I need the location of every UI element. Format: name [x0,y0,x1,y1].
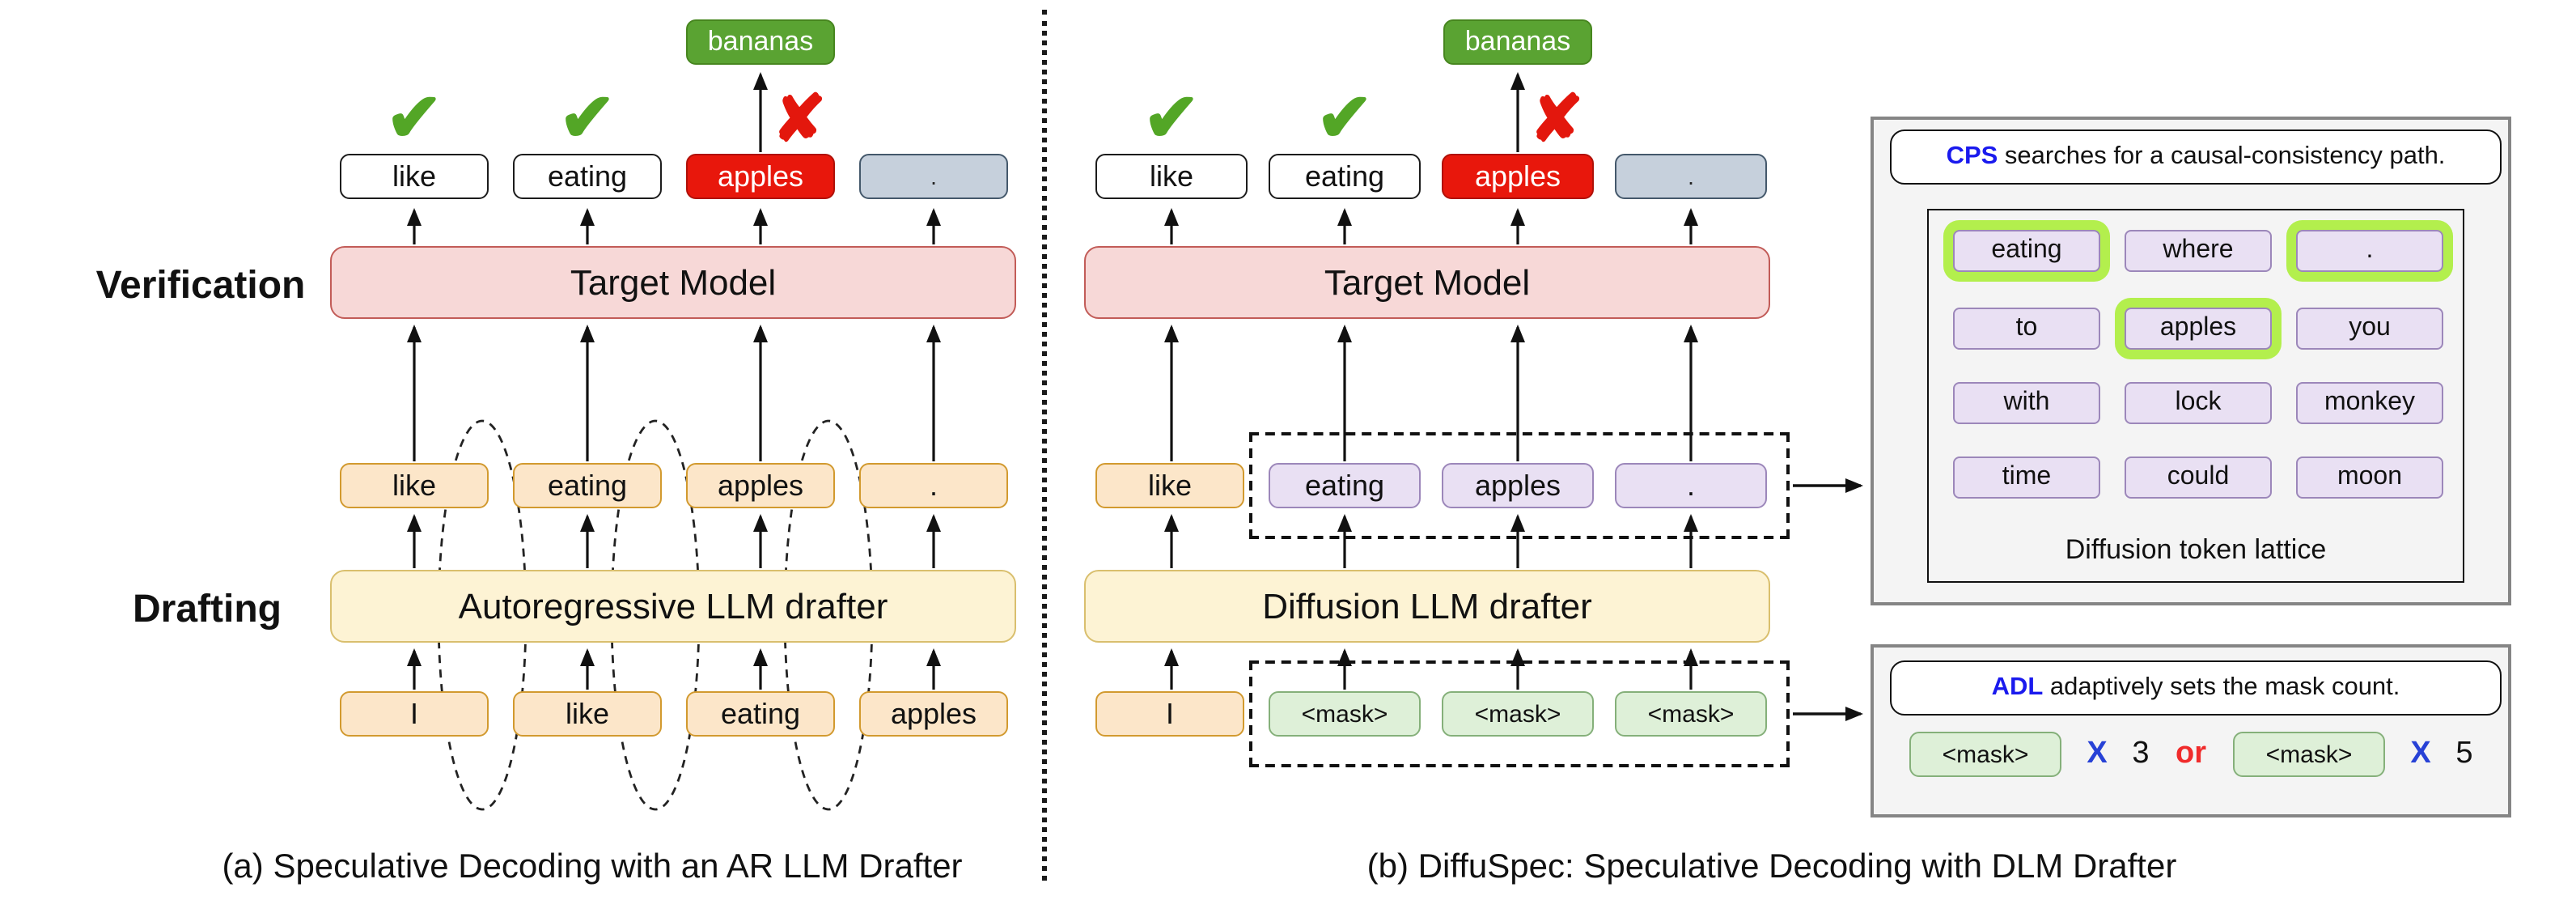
caption-b: (b) DiffuSpec: Speculative Decoding with… [1366,848,2177,885]
mask-token: <mask> [1909,732,2061,777]
check-icon: ✔ [558,79,616,155]
adl-title-rest: adaptively sets the mask count. [2043,673,2400,701]
input-token: eating [686,691,835,737]
adl-title-strong: ADL [1991,673,2044,701]
draft-token: like [340,463,489,508]
lattice-token: eating [1953,230,2100,272]
draft-window-dashed-box [1249,432,1790,539]
lattice-token: where [2125,230,2272,272]
output-token: eating [513,154,662,199]
lattice-token: moon [2296,456,2443,499]
output-token: like [1095,154,1248,199]
lattice-token: monkey [2296,382,2443,424]
mask-token: <mask> [2233,732,2385,777]
rejected-token-bananas-a: bananas [686,19,835,65]
verification-label: Verification [95,264,306,308]
times-x-label: X [2410,737,2431,771]
output-token: eating [1269,154,1421,199]
ar-drafter-box: Autoregressive LLM drafter [330,570,1016,643]
draft-window-token: apples [1442,463,1594,508]
mask-token: <mask> [1615,691,1767,737]
draft-token: . [859,463,1008,508]
lattice-token: to [1953,308,2100,350]
output-token-rejected: apples [1442,154,1594,199]
lattice-token: lock [2125,382,2272,424]
diffusion-drafter-box: Diffusion LLM drafter [1084,570,1770,643]
target-model-box-b: Target Model [1084,246,1770,319]
mask-count-a: 3 [2132,737,2150,771]
cps-title-rest: searches for a causal-consistency path. [1998,142,2446,170]
check-icon: ✔ [385,79,443,155]
draft-window-token: eating [1269,463,1421,508]
lattice-label: Diffusion token lattice [2065,534,2327,565]
draft-token: eating [513,463,662,508]
mask-token: <mask> [1442,691,1594,737]
input-prefix-token: I [1095,691,1244,737]
draft-window-token: . [1615,463,1767,508]
lattice-token: with [1953,382,2100,424]
diffusion-token-lattice-box [1927,209,2464,583]
input-token: I [340,691,489,737]
times-x-label: X [2087,737,2108,771]
output-token-bonus: . [1615,154,1767,199]
lattice-token: could [2125,456,2272,499]
lattice-token: you [2296,308,2443,350]
cps-title-strong: CPS [1946,142,1998,170]
check-icon: ✔ [1142,79,1201,155]
caption-a: (a) Speculative Decoding with an AR LLM … [222,848,963,885]
output-token-bonus: . [859,154,1008,199]
input-token: like [513,691,662,737]
draft-token: apples [686,463,835,508]
lattice-token: apples [2125,308,2272,350]
cross-icon: ✘ [1529,84,1584,155]
input-token: apples [859,691,1008,737]
adl-title: ADL adaptively sets the mask count. [1890,660,2502,716]
output-token-rejected: apples [686,154,835,199]
target-model-box-a: Target Model [330,246,1016,319]
mask-window-dashed-box [1249,660,1790,767]
or-label: or [2176,737,2206,771]
cps-panel [1871,117,2511,605]
rejected-token-bananas-b: bananas [1443,19,1592,65]
mask-count-b: 5 [2455,737,2473,771]
cross-icon: ✘ [772,84,827,155]
output-token: like [340,154,489,199]
lattice-token: time [1953,456,2100,499]
mask-token: <mask> [1269,691,1421,737]
drafting-label: Drafting [133,588,282,631]
draft-prefix-token: like [1095,463,1244,508]
lattice-token: . [2296,230,2443,272]
cps-title: CPS searches for a causal-consistency pa… [1890,130,2502,185]
panel-divider [1042,10,1047,881]
check-icon: ✔ [1316,79,1374,155]
